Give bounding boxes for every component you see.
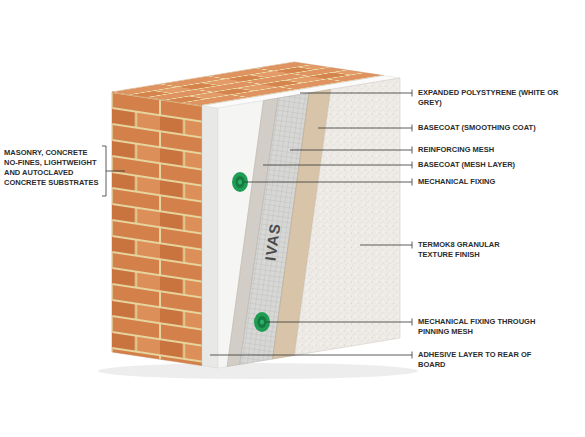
texture-finish <box>294 78 400 355</box>
leader-line <box>290 147 412 154</box>
substrate-label: MASONRY, CONCRETE NO-FINES, LIGHTWEIGHT … <box>4 148 100 188</box>
insulation-edge <box>202 106 218 368</box>
callout-label: REINFORCING MESH <box>418 145 568 155</box>
callout-label: ADHESIVE LAYER TO REAR OF BOARD <box>418 350 543 370</box>
fixing-ring <box>236 176 245 188</box>
fixing-pin <box>260 320 264 325</box>
callout-label: EXPANDED POLYSTYRENE (WHITE OR GREY) <box>418 88 568 108</box>
brick-face <box>112 92 202 366</box>
leader-line <box>244 179 412 186</box>
bracket <box>102 146 125 196</box>
leader-line <box>263 162 412 169</box>
leader-line <box>318 125 412 132</box>
callout-label: BASECOAT (SMOOTHING COAT) <box>418 123 568 133</box>
callout-label: MECHANICAL FIXING THROUGH PINNING MESH <box>418 317 536 337</box>
fixing-ring <box>258 316 267 328</box>
leader-line <box>266 319 412 326</box>
callout-label: TERMOK8 GRANULAR TEXTURE FINISH <box>418 240 518 260</box>
leader-lines <box>102 90 412 359</box>
floor-shadow <box>98 363 418 379</box>
leader-line <box>360 242 412 249</box>
leader-line <box>210 352 412 359</box>
fixing-pin <box>238 180 242 185</box>
callout-label: MECHANICAL FIXING <box>418 177 568 187</box>
leader-line <box>300 90 412 97</box>
callout-label: BASECOAT (MESH LAYER) <box>418 160 568 170</box>
